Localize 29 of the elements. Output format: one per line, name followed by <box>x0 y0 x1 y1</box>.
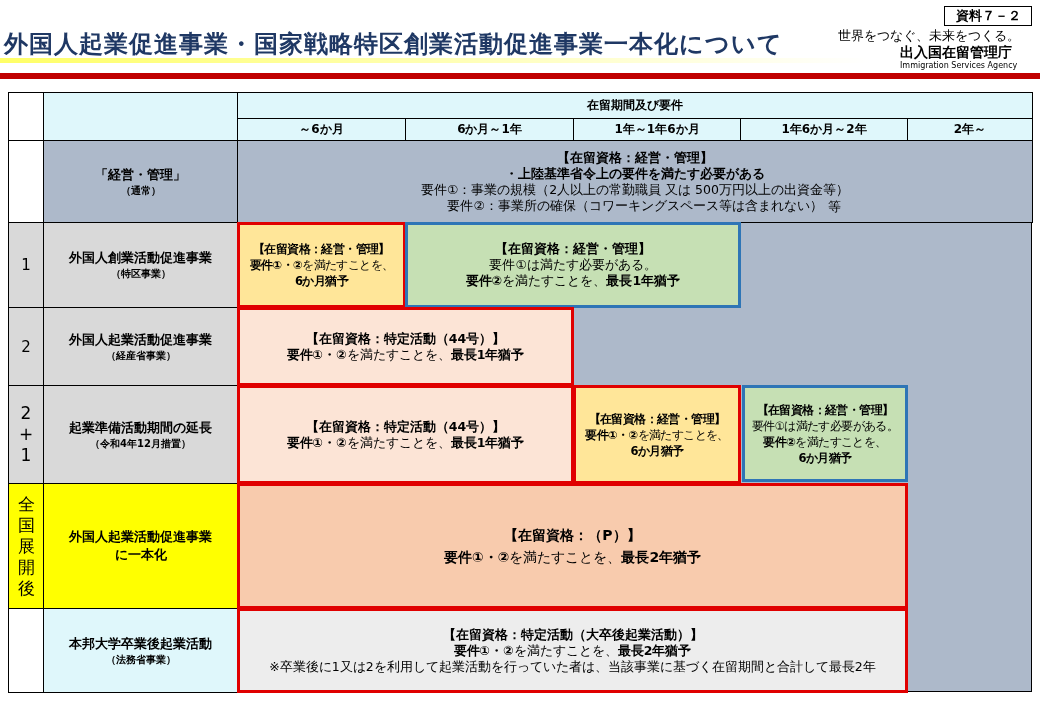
agency-name: 出入国在留管理庁 <box>900 44 1012 61</box>
column-header: ～6か月 <box>237 118 406 141</box>
status-box: 【在留資格：経営・管理】 要件①は満たす必要がある。 要件②を満たすことを、 6か月猶予 <box>742 385 908 482</box>
row-header: 本邦大学卒業後起業活動 （法務省事業） <box>43 608 238 693</box>
column-header: 2年～ <box>907 118 1033 141</box>
row-number: 全国展開後 <box>8 483 44 609</box>
page-title: 外国人起業促進事業・国家戦略特区創業活動促進事業一本化について <box>4 29 783 60</box>
row-number: 2+1 <box>8 385 44 484</box>
column-header: 6か月～1年 <box>405 118 574 141</box>
status-box: 【在留資格：経営・管理】 要件①・②を満たすことを、 6か月猶予 <box>237 222 406 308</box>
agency-name-english: Immigration Services Agency <box>900 61 1018 70</box>
status-box: 【在留資格：経営・管理】 要件①は満たす必要がある。 要件②を満たすことを、最長1年猶予 <box>405 222 741 308</box>
tagline-text: 世界をつなぐ、未来をつくる。 <box>838 27 1020 45</box>
column-group-header: 在留期間及び要件 <box>237 92 1033 119</box>
row-number: 1 <box>8 222 44 308</box>
row-header: 起業準備活動期間の延長 （令和4年12月措置） <box>43 385 238 484</box>
status-box: 【在留資格：特定活動（44号）】 要件①・②を満たすことを、最長1年猶予 <box>237 385 574 484</box>
row-header: 外国人創業活動促進事業 （特区事業） <box>43 222 238 308</box>
row-header: 外国人起業活動促進事業に一本化 <box>43 483 238 609</box>
status-box: 【在留資格：特定活動（大卒後起業活動）】 要件①・②を満たすことを、最長2年猶予 ※卒業後に1又は2を利用して起業活動を行っていた者は、当該事業に基づく在留期間と合計して最長2年 <box>237 608 908 693</box>
document-number: 資料７－２ <box>944 6 1032 26</box>
status-box: 【在留資格：（P）】 要件①・②を満たすことを、最長2年猶予 <box>237 483 908 609</box>
column-header: 1年6か月～2年 <box>740 118 908 141</box>
row-header: 「経営・管理」 （通常） <box>43 140 238 223</box>
column-header: 1年～1年6か月 <box>573 118 741 141</box>
status-box: 【在留資格：特定活動（44号）】 要件①・②を満たすことを、最長1年猶予 <box>237 307 574 386</box>
row-header: 外国人起業活動促進事業 （経産省事業） <box>43 307 238 386</box>
row-number: 2 <box>8 307 44 386</box>
status-box: 【在留資格：経営・管理】 要件①・②を満たすことを、 6か月猶予 <box>573 385 741 484</box>
